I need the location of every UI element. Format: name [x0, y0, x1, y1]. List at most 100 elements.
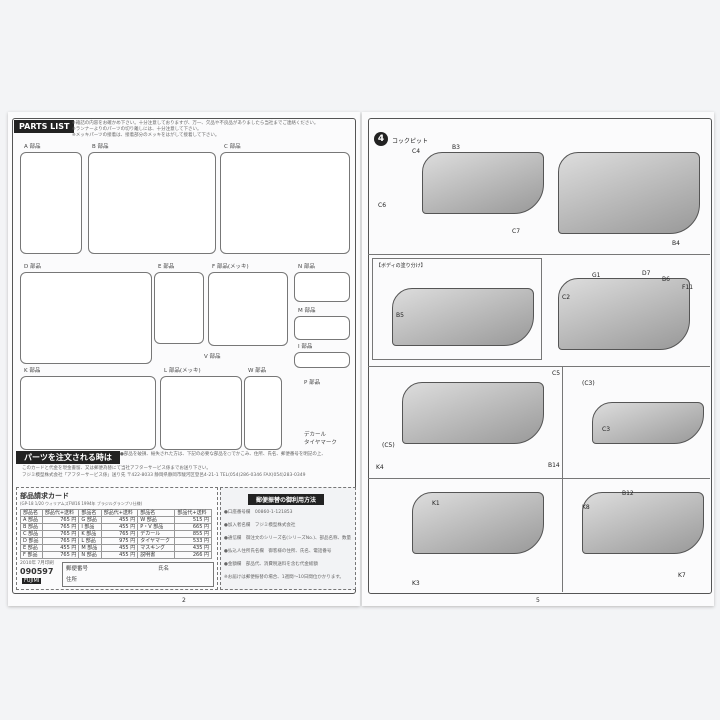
group-label: I 部品	[298, 344, 313, 350]
table-cell[interactable]: 765 円	[41, 523, 80, 531]
table-cell[interactable]: C 部品	[20, 530, 43, 538]
part-callout: C5	[552, 370, 561, 377]
runner-m	[294, 316, 350, 340]
runner-l	[160, 376, 242, 450]
table-cell[interactable]: マスキング	[137, 544, 176, 552]
table-cell[interactable]: 765 円	[41, 516, 80, 524]
paint-box-title: 【ボディの塗り分け】	[376, 263, 426, 269]
page-frame	[368, 118, 712, 594]
table-cell[interactable]: G 部品	[78, 516, 102, 524]
part-callout: B3	[452, 144, 460, 151]
part-callout: B4	[672, 240, 680, 247]
part-callout: B14	[548, 462, 560, 469]
runner-k	[20, 376, 156, 450]
runner-n	[294, 272, 350, 302]
table-cell[interactable]: I 部品	[78, 523, 102, 531]
table-cell[interactable]: 515 円	[174, 516, 212, 524]
table-cell[interactable]: W 部品	[137, 516, 176, 524]
part-callout: K3	[412, 580, 420, 587]
group-label: M 部品	[298, 308, 316, 314]
table-cell[interactable]: 455 円	[100, 551, 139, 559]
table-cell[interactable]: 455 円	[41, 544, 80, 552]
part-callout: K1	[432, 500, 440, 507]
part-callout: C6	[378, 202, 387, 209]
table-cell[interactable]: L 部品	[78, 537, 102, 545]
table-cell[interactable]: 説明書	[137, 551, 176, 559]
table-cell[interactable]: A 部品	[20, 516, 43, 524]
divider	[562, 366, 563, 592]
order-card	[16, 487, 218, 590]
table-cell[interactable]: B 部品	[20, 523, 43, 531]
group-label: F 部品(メッキ)	[212, 264, 249, 270]
table-cell[interactable]: タイヤマーク	[137, 537, 176, 545]
order-text: ●部品を破損、紛失された方は、下記の必要な部品を○でかこみ、住所、氏名、郵便番号…	[120, 452, 326, 457]
table-cell[interactable]: 765 円	[41, 530, 80, 538]
runner-d	[20, 272, 152, 364]
table-cell[interactable]: P・V 部品	[137, 523, 176, 531]
part-callout: C4	[412, 148, 421, 155]
table-cell[interactable]: F 部品	[20, 551, 43, 559]
body-illustration	[392, 288, 534, 346]
body-illustration	[558, 278, 690, 350]
furikae-line: ●払込人住所氏名欄 御客様の住所、氏名、電話番号	[224, 549, 332, 554]
address-field[interactable]	[62, 562, 214, 587]
suspension-illustration	[582, 492, 704, 554]
group-label: L 部品(メッキ)	[164, 368, 201, 374]
group-label: E 部品	[158, 264, 175, 270]
order-banner: パーツを注文される時は	[16, 451, 120, 464]
part-callout: B6	[662, 276, 670, 283]
postal-label: 郵便番号	[66, 566, 89, 572]
table-cell[interactable]: 455 円	[100, 516, 139, 524]
brand-logo: FUJIMI	[22, 578, 42, 584]
group-label: B 部品	[92, 144, 109, 150]
runner-f	[208, 272, 288, 346]
group-label: W 部品	[248, 368, 267, 374]
part-callout: K4	[376, 464, 384, 471]
table-cell[interactable]: 665 円	[174, 523, 212, 531]
cockpit-illustration	[422, 152, 544, 214]
table-cell[interactable]: 855 円	[174, 530, 212, 538]
table-cell[interactable]: M 部品	[78, 544, 102, 552]
table-cell[interactable]: 266 円	[174, 551, 212, 559]
group-label: C 部品	[224, 144, 241, 150]
part-callout: (C3)	[582, 380, 595, 387]
table-cell[interactable]: 455 円	[100, 544, 139, 552]
print-date: 2010年 7月印刷	[20, 561, 54, 566]
table-cell[interactable]: E 部品	[20, 544, 43, 552]
table-cell[interactable]: 765 円	[41, 551, 80, 559]
table-cell[interactable]: 533 円	[174, 537, 212, 545]
table-cell[interactable]: N 部品	[78, 551, 102, 559]
chassis-illustration	[592, 402, 704, 444]
page-number: 2	[182, 597, 186, 604]
runner-b	[88, 152, 216, 254]
divider	[368, 366, 710, 367]
table-cell[interactable]: K 部品	[78, 530, 102, 538]
table-cell[interactable]: 975 円	[100, 537, 139, 545]
table-cell[interactable]: デカール	[137, 530, 176, 538]
table-cell[interactable]: 435 円	[174, 544, 212, 552]
runner-a	[20, 152, 82, 254]
part-callout: B12	[622, 490, 634, 497]
furikae-line: ●加入者名欄 フジミ模型株式会社	[224, 523, 296, 528]
step-title: コックピット	[392, 138, 429, 145]
note: ※メッキパーツの接着は、接着部分のメッキをはがして接着して下さい。	[72, 133, 220, 138]
part-callout: F11	[682, 284, 694, 291]
order-text: このカードと代金を現金書留、又は郵便為替にて当社アフターサービス係までお送り下さ…	[22, 466, 211, 471]
table-cell[interactable]: D 部品	[20, 537, 43, 545]
part-callout: C3	[602, 426, 611, 433]
furikae-line: ●通信欄 御注文のシリーズ名(シリーズNo.)、部品名称、数量	[224, 536, 351, 541]
table-cell[interactable]: 765 円	[41, 537, 80, 545]
group-label: P 部品	[304, 380, 321, 386]
group-label: A 部品	[24, 144, 41, 150]
cockpit-illustration	[558, 152, 700, 234]
part-callout: B5	[396, 312, 404, 319]
table-cell[interactable]: 765 円	[100, 530, 139, 538]
table-cell[interactable]: 455 円	[100, 523, 139, 531]
furikae-title: 郵便振替の御利用方法	[248, 494, 325, 505]
part-callout: K8	[582, 504, 590, 511]
group-label: D 部品	[24, 264, 41, 270]
